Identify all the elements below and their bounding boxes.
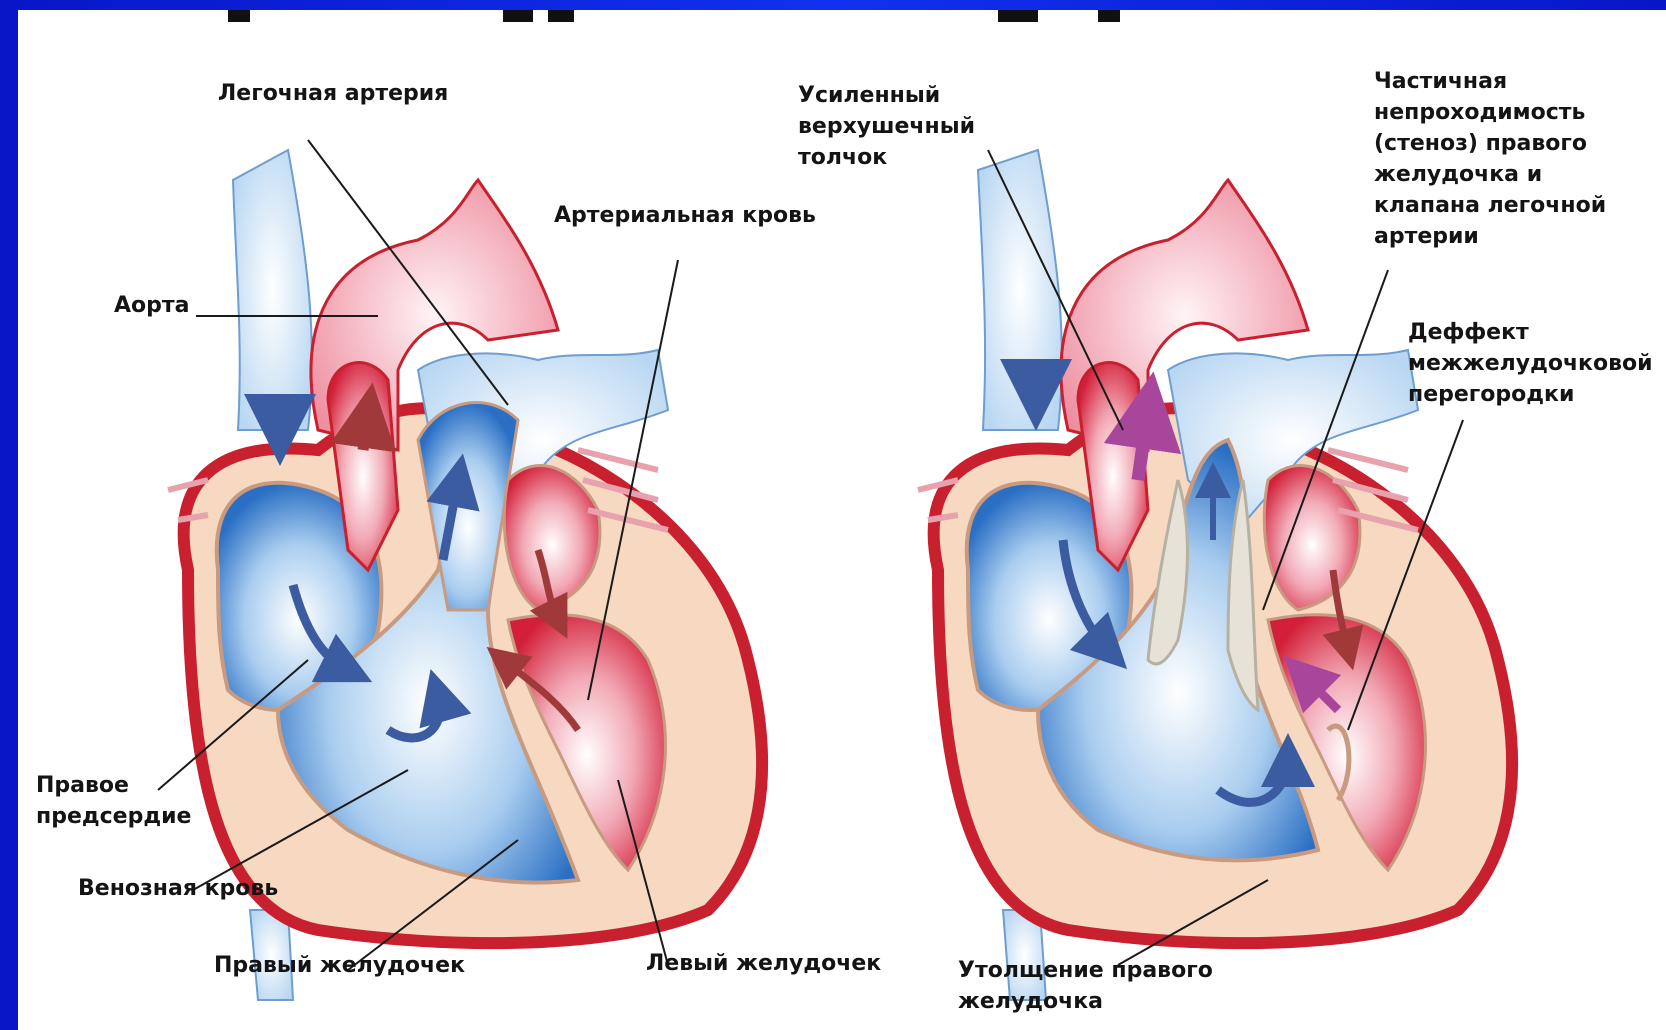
label-partial-obstruction: Частичная непроходимость (стеноз) правог…	[1374, 66, 1606, 252]
svc-vessel	[233, 150, 312, 430]
label-venous-blood: Венозная кровь	[78, 873, 278, 904]
label-arterial-blood: Артериальная кровь	[554, 200, 816, 231]
label-right-ventricle: Правый желудочек	[214, 950, 465, 981]
label-rv-thickening: Утолщение правого желудочка	[958, 955, 1213, 1015]
label-vsd: Деффект межжелудочковой перегородки	[1408, 317, 1653, 410]
label-pulmonary-artery: Легочная артерия	[218, 78, 448, 109]
label-aorta: Аорта	[114, 290, 190, 321]
diagram-panel: Легочная артерия Артериальная кровь Аорт…	[18, 10, 1666, 1030]
label-right-atrium: Правое предсердие	[36, 770, 191, 832]
label-apical-impulse: Усиленный верхушечный толчок	[798, 80, 975, 173]
arterial-arrow-aorta	[363, 415, 368, 450]
svc-vessel	[978, 150, 1062, 430]
label-left-ventricle: Левый желудочек	[646, 948, 881, 979]
defect-heart-illustration	[918, 150, 1512, 1000]
